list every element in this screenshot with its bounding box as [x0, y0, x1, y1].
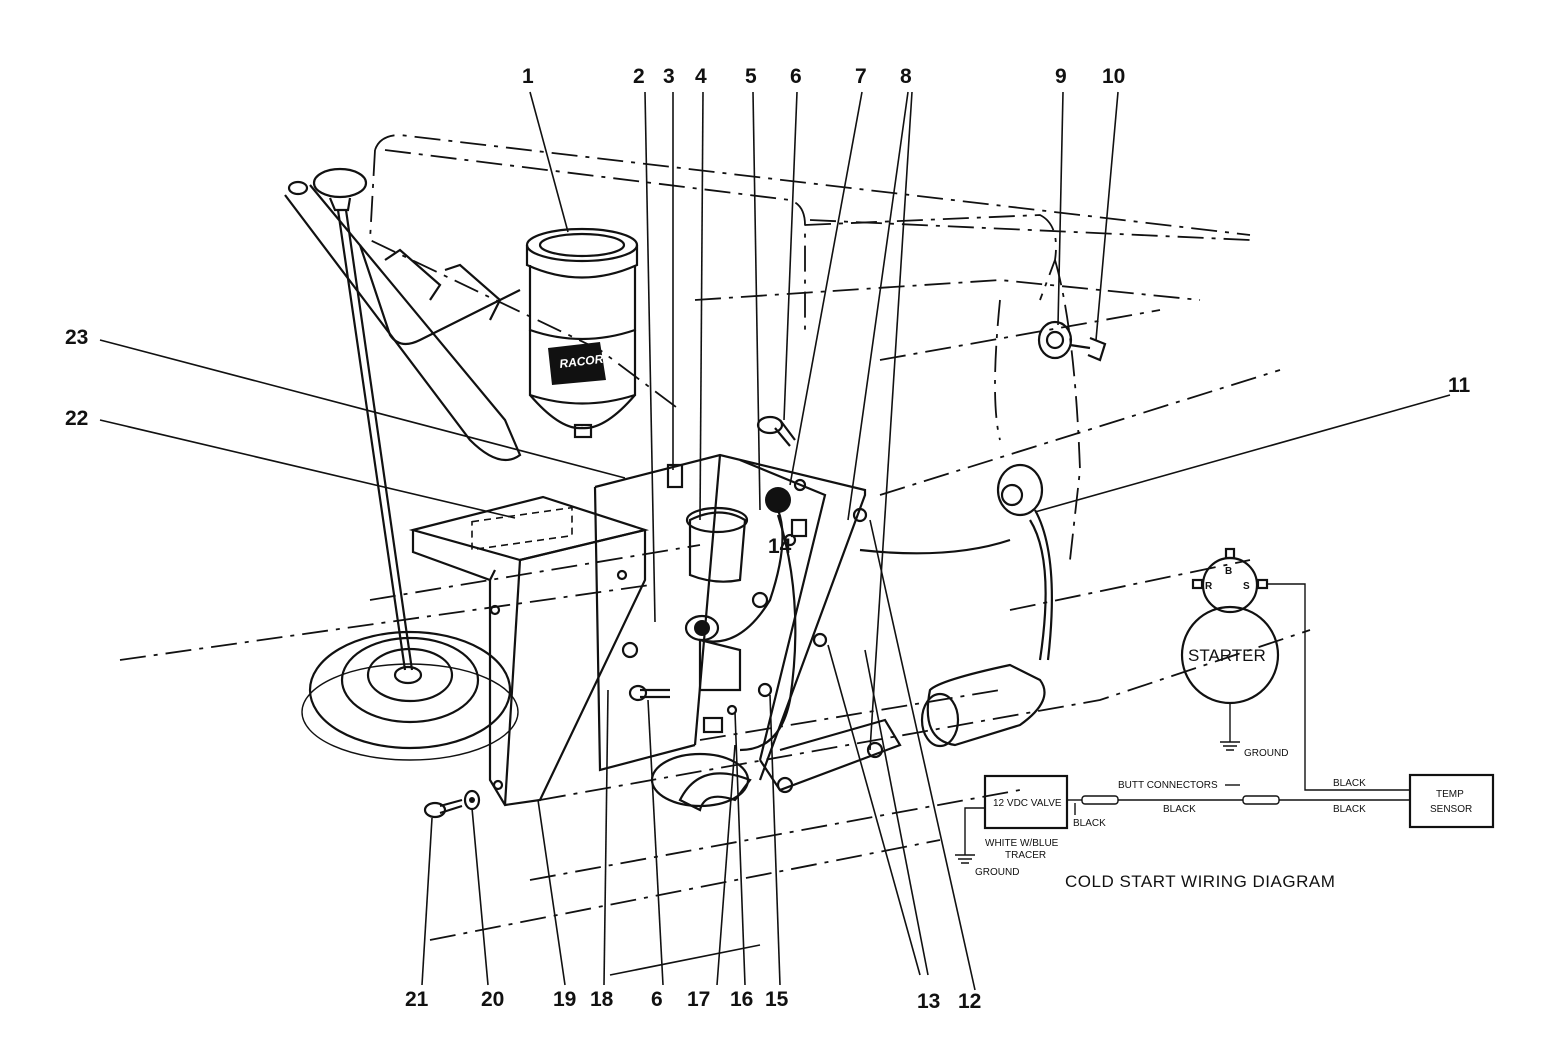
part-11-label: 11 — [1448, 374, 1471, 397]
part-5-label: 5 — [745, 65, 757, 88]
part-9-label: 9 — [1055, 65, 1067, 88]
white-tracer-label-2: TRACER — [1005, 850, 1046, 861]
mounting-bracket — [593, 453, 902, 794]
part-22-label: 22 — [65, 407, 88, 430]
vehicle-phantom-outline — [119, 134, 1311, 941]
butt-connectors-label: BUTT CONNECTORS — [1118, 780, 1218, 791]
part-19-label: 19 — [553, 988, 576, 1011]
filter-brand-label: RACOR — [559, 352, 605, 371]
temp-sensor-label-2: SENSOR — [1430, 804, 1472, 815]
protective-cover-box — [408, 495, 650, 807]
black-wire-label-middle: BLACK — [1163, 804, 1196, 815]
part-23-label: 23 — [65, 326, 88, 349]
part-4-label: 4 — [695, 65, 707, 88]
cold-start-wiring-diagram: B R S STARTER GROUND BLACK TEMP SENSOR 1… — [955, 547, 1495, 891]
part-14-label: 14 — [768, 535, 792, 558]
valve-ground-label: GROUND — [975, 867, 1019, 878]
part-6-label-top: 6 — [790, 65, 802, 88]
valve-label: 12 VDC VALVE — [993, 798, 1062, 809]
black-wire-label-s: BLACK — [1333, 778, 1366, 789]
black-wire-label-valve: BLACK — [1073, 818, 1106, 829]
black-wire-label-sensor: BLACK — [1333, 804, 1366, 815]
terminal-r-label: R — [1205, 581, 1213, 592]
callout-leader-lines — [99, 91, 1451, 991]
part-1-label: 1 — [522, 65, 534, 88]
part-3-label: 3 — [663, 65, 675, 88]
part-17-label: 17 — [687, 988, 710, 1011]
part-21-label: 21 — [405, 988, 429, 1011]
wiring-diagram-title: COLD START WIRING DIAGRAM — [1065, 872, 1335, 891]
terminal-s-label: S — [1243, 581, 1250, 592]
part-2-label: 2 — [633, 65, 645, 88]
part-15-label: 15 — [765, 988, 789, 1011]
part-8-label: 8 — [900, 65, 912, 88]
starter-ground-label: GROUND — [1244, 748, 1288, 759]
part-7-label: 7 — [855, 65, 867, 88]
part-12-label: 12 — [958, 990, 981, 1013]
part-13-label: 13 — [917, 990, 940, 1013]
starter-label: STARTER — [1188, 646, 1266, 665]
part-10-label: 10 — [1102, 65, 1125, 88]
terminal-b-label: B — [1225, 566, 1232, 577]
part-16-label: 16 — [730, 988, 753, 1011]
part-20-label: 20 — [481, 988, 504, 1011]
fuel-filter-canister: RACOR — [525, 227, 639, 439]
part-6-label-bottom: 6 — [651, 988, 663, 1011]
part-number-labels: 1 2 3 4 5 6 7 8 9 10 11 12 13 14 15 16 1… — [65, 65, 1471, 1013]
part-18-label: 18 — [590, 988, 614, 1011]
shift-lever-assembly — [284, 167, 522, 761]
temp-sensor-label-1: TEMP — [1436, 789, 1464, 800]
hardware-fasteners — [423, 320, 1107, 819]
white-tracer-label-1: WHITE W/BLUE — [985, 838, 1059, 849]
